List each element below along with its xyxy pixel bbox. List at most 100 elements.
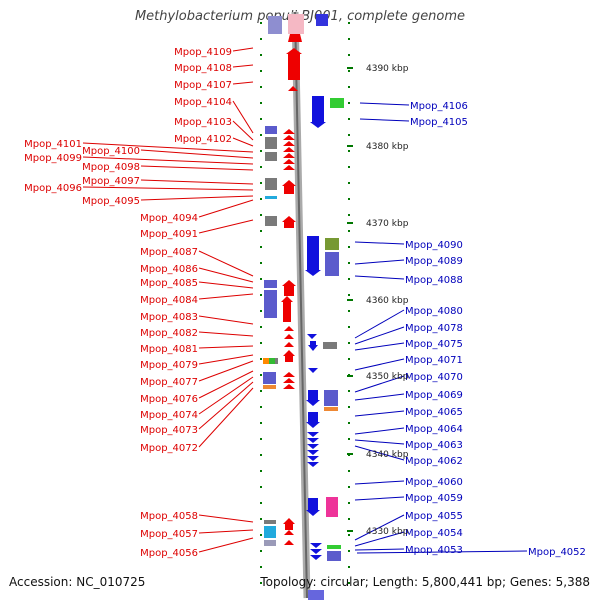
scale-tick-label: 4330 kbp — [366, 527, 409, 537]
gene-feature-block — [323, 342, 337, 349]
reverse-gene-arrow — [306, 390, 320, 406]
gene-feature-block — [265, 178, 277, 190]
left-gene-label: Mpop_4099 — [24, 153, 82, 164]
gene-feature-block — [316, 14, 328, 26]
scale-tick-mark — [347, 530, 353, 532]
left-leader-line — [198, 331, 254, 337]
right-leader-line — [354, 241, 405, 245]
left-gene-label: Mpop_4074 — [140, 410, 198, 421]
left-leader-line — [198, 370, 254, 399]
gene-feature-block — [265, 126, 277, 134]
forward-gene-arrow — [282, 180, 296, 194]
reverse-gene-chevron — [307, 450, 319, 455]
right-leader-line — [354, 531, 405, 547]
forward-gene-chevron — [284, 342, 294, 347]
reverse-gene-chevron — [307, 444, 319, 449]
left-leader-line — [198, 219, 254, 234]
left-leader-line — [198, 360, 254, 382]
scale-tick-mark — [347, 145, 353, 147]
right-gene-label: Mpop_4106 — [410, 101, 468, 112]
right-gene-label: Mpop_4059 — [405, 493, 463, 504]
right-leader-line — [354, 496, 405, 501]
forward-gene-chevron — [283, 135, 295, 140]
forward-gene-chevron — [284, 530, 294, 535]
forward-gene-arrow — [283, 350, 295, 362]
forward-gene-arrow — [286, 48, 302, 80]
right-gene-label: Mpop_4052 — [528, 547, 586, 558]
gene-feature-block — [324, 390, 338, 406]
scale-tick-label: 4380 kbp — [366, 142, 409, 152]
forward-gene-chevron — [288, 86, 298, 91]
left-leader-line — [198, 345, 254, 349]
forward-gene-chevron — [283, 159, 295, 164]
right-leader-line — [354, 259, 405, 265]
scale-tick-mark — [347, 375, 353, 377]
right-leader-line — [354, 548, 405, 551]
gene-feature-block — [264, 540, 276, 546]
left-gene-labels: Mpop_4109Mpop_4108Mpop_4107Mpop_4104Mpop… — [24, 47, 232, 559]
left-gene-label: Mpop_4073 — [140, 425, 198, 436]
left-gene-label: Mpop_4109 — [174, 47, 232, 58]
accession-text: Accession: NC_010725 — [9, 575, 146, 589]
left-gene-label: Mpop_4087 — [140, 247, 198, 258]
left-gene-label: Mpop_4096 — [24, 183, 82, 194]
left-gene-label: Mpop_4100 — [82, 146, 140, 157]
left-gene-label: Mpop_4094 — [140, 213, 198, 224]
gene-feature-block — [264, 280, 277, 288]
reverse-gene-chevron — [307, 438, 319, 443]
left-gene-label: Mpop_4079 — [140, 360, 198, 371]
left-gene-label: Mpop_4058 — [140, 511, 198, 522]
gene-feature-block — [325, 252, 339, 276]
forward-gene-chevron — [284, 326, 294, 331]
left-leader-line — [198, 529, 254, 534]
left-leader-line — [232, 47, 254, 52]
right-leader-line — [354, 427, 405, 435]
forward-gene-chevron — [283, 165, 295, 170]
right-gene-label: Mpop_4088 — [405, 275, 463, 286]
left-leader-line — [198, 315, 254, 325]
left-leader-line — [140, 149, 254, 159]
gene-feature-block — [308, 590, 324, 600]
scale-tick-mark — [347, 453, 353, 455]
reverse-gene-arrow — [308, 341, 318, 351]
reverse-gene-arrow — [310, 96, 326, 128]
forward-gene-chevron — [283, 147, 295, 152]
left-leader-line — [198, 514, 254, 523]
left-leader-line — [198, 267, 254, 283]
left-leader-line — [198, 293, 254, 300]
reverse-gene-chevron — [310, 543, 322, 548]
right-leader-line — [354, 393, 405, 401]
gene-feature-block — [265, 216, 277, 226]
scale-tick-label: 4340 kbp — [366, 450, 409, 460]
right-gene-label: Mpop_4053 — [405, 545, 463, 556]
gene-feature-block — [264, 520, 276, 524]
forward-gene-arrow — [288, 34, 302, 42]
left-gene-label: Mpop_4108 — [174, 63, 232, 74]
topology-text: Topology: circular; Length: 5,800,441 bp… — [260, 575, 590, 589]
gene-feature-block — [327, 551, 341, 561]
left-leader-line — [140, 179, 254, 185]
scale-tick-mark — [347, 222, 353, 224]
left-gene-label: Mpop_4086 — [140, 264, 198, 275]
left-gene-label: Mpop_4102 — [174, 134, 232, 145]
right-gene-label: Mpop_4090 — [405, 240, 463, 251]
left-leader-line — [198, 376, 254, 415]
forward-gene-chevron — [283, 141, 295, 146]
left-gene-label: Mpop_4097 — [82, 176, 140, 187]
left-gene-label: Mpop_4077 — [140, 377, 198, 388]
forward-gene-arrow — [282, 280, 296, 296]
left-gene-label: Mpop_4057 — [140, 529, 198, 540]
forward-gene-chevron — [283, 384, 295, 389]
gene-feature-block — [275, 358, 278, 364]
scale-tick-label: 4390 kbp — [366, 64, 409, 74]
right-gene-label: Mpop_4065 — [405, 407, 463, 418]
left-leader-line — [232, 64, 254, 68]
left-gene-label: Mpop_4056 — [140, 548, 198, 559]
forward-gene-chevron — [283, 153, 295, 158]
gene-feature-block — [265, 137, 277, 149]
right-leader-line — [359, 118, 410, 122]
reverse-gene-arrow — [306, 498, 320, 516]
